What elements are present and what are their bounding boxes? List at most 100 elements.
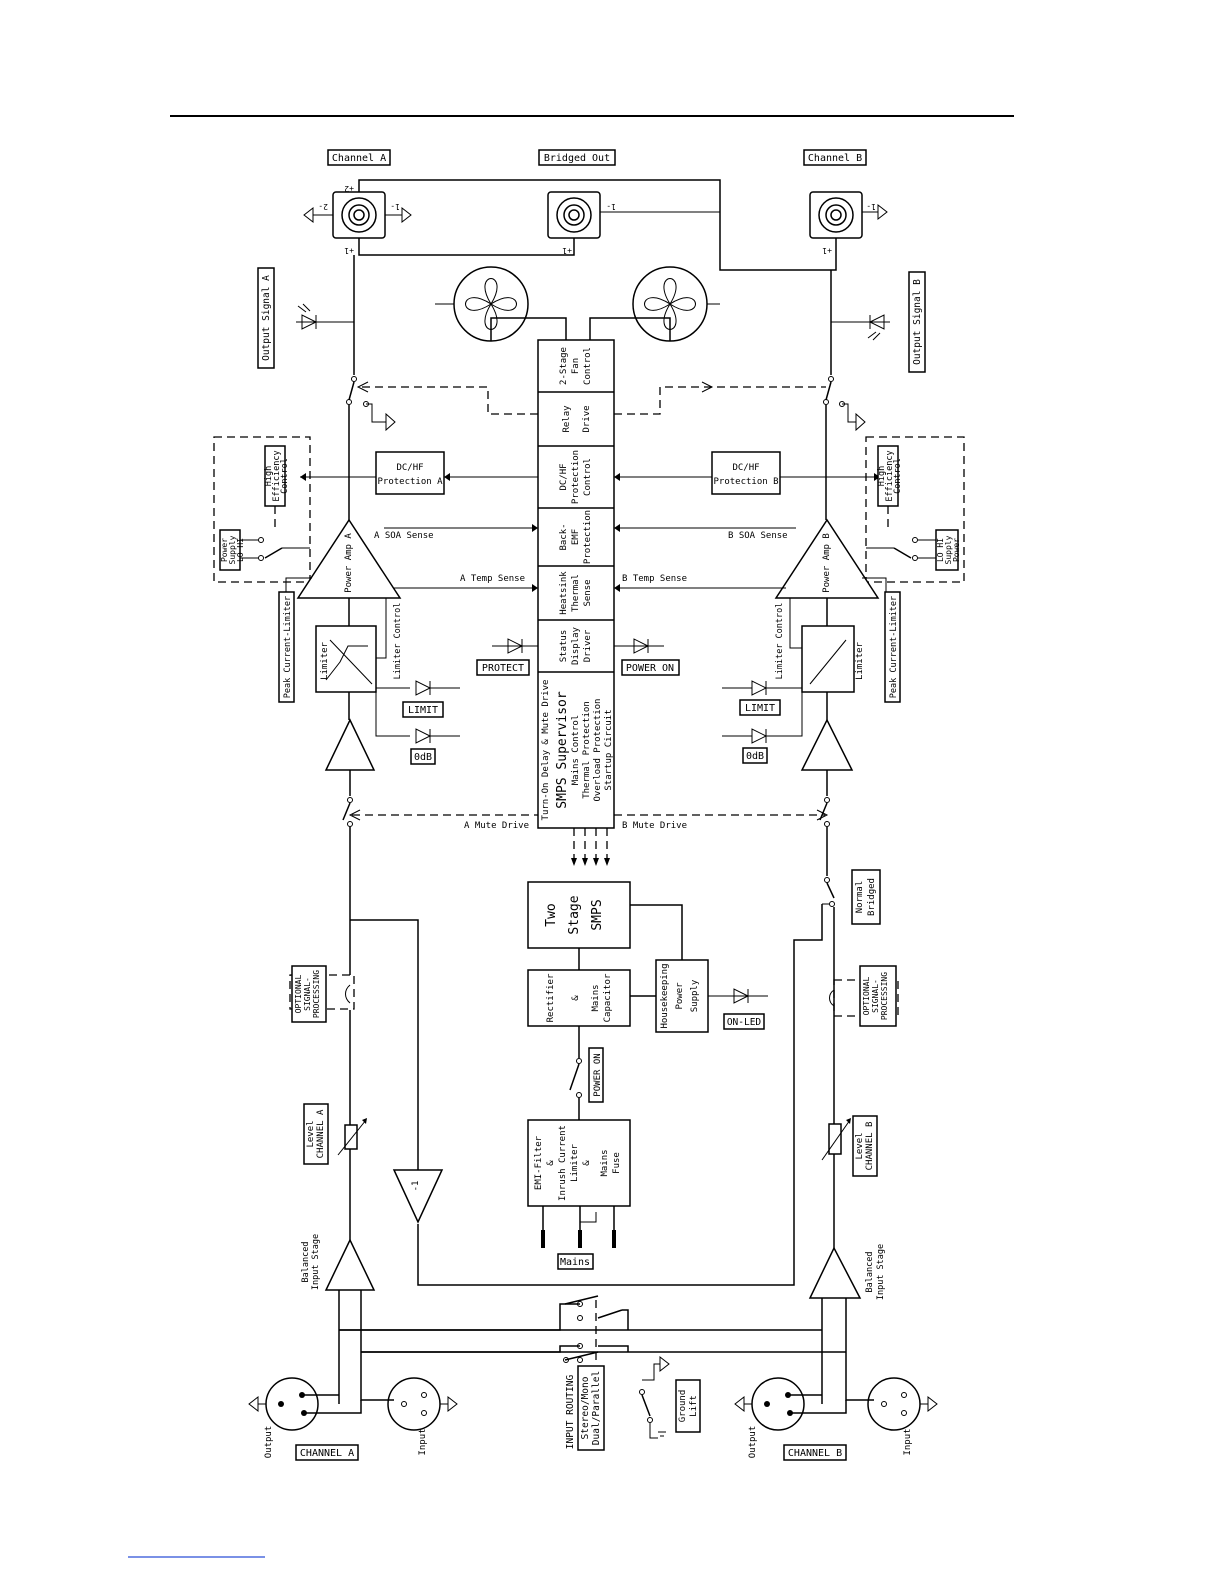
svg-text:Control: Control xyxy=(280,458,290,494)
svg-text:INPUT ROUTING: INPUT ROUTING xyxy=(565,1375,576,1450)
channel-a-top-label: Channel A xyxy=(332,153,386,164)
inverter-stage: -1 xyxy=(350,919,444,1224)
output-wiring xyxy=(353,179,837,375)
speakon-a-icon: 2- 1- +2 +1 xyxy=(303,184,412,255)
power-amp-b: Power Amp B B SOA Sense B Temp Sense xyxy=(614,518,887,599)
status-display-block: Status Display Driver xyxy=(559,626,593,665)
svg-text:Limiter Control: Limiter Control xyxy=(775,603,785,680)
svg-text:A Mute Drive: A Mute Drive xyxy=(464,821,529,831)
normal-bridged-switch: Normal Bridged xyxy=(417,869,881,1286)
svg-text:CHANNEL A: CHANNEL A xyxy=(300,1448,354,1459)
svg-text:Protection A: Protection A xyxy=(377,477,443,487)
svg-text:Protection: Protection xyxy=(583,510,593,564)
svg-text:Driver: Driver xyxy=(583,629,593,662)
top-output-labels: Channel A Bridged Out Channel B xyxy=(327,149,867,166)
svg-text:EMF: EMF xyxy=(571,529,581,545)
driver-stage-a xyxy=(324,718,376,796)
svg-text:Limiter: Limiter xyxy=(855,641,865,680)
svg-text:Output: Output xyxy=(264,1426,274,1459)
svg-text:Fan: Fan xyxy=(571,358,581,374)
svg-text:B Mute Drive: B Mute Drive xyxy=(622,821,687,831)
svg-text:SIGNAL-: SIGNAL- xyxy=(871,979,880,1013)
dchf-protection-b: DC/HF Protection B xyxy=(614,451,880,495)
svg-text:Status: Status xyxy=(559,630,569,663)
emi-filter-block: EMI-Filter & Inrush Current Limiter & Ma… xyxy=(527,1119,631,1270)
svg-text:A SOA Sense: A SOA Sense xyxy=(374,531,434,541)
svg-text:Overload Protection: Overload Protection xyxy=(593,699,603,802)
svg-text:Level: Level xyxy=(855,1132,865,1159)
svg-text:Turn-On Delay & Mute Drive: Turn-On Delay & Mute Drive xyxy=(541,680,551,821)
svg-text:Power Amp A: Power Amp A xyxy=(344,533,354,593)
svg-text:Stereo/Mono: Stereo/Mono xyxy=(580,1376,591,1439)
relay-switch-a xyxy=(346,376,396,520)
fan-right-icon xyxy=(632,266,720,342)
level-pot-b: Level CHANNEL B xyxy=(821,1115,878,1248)
svg-text:2-: 2- xyxy=(318,202,328,211)
svg-text:Input: Input xyxy=(903,1428,913,1455)
relay-switch-b xyxy=(823,376,866,520)
svg-text:Lift: Lift xyxy=(689,1395,699,1417)
svg-text:Efficiency: Efficiency xyxy=(272,450,282,501)
svg-text:Input: Input xyxy=(418,1428,428,1455)
two-stage-smps: Two Stage SMPS xyxy=(527,881,683,970)
svg-text:0dB: 0dB xyxy=(746,751,764,762)
svg-text:1-: 1- xyxy=(866,202,876,211)
svg-text:Efficiency: Efficiency xyxy=(885,450,895,501)
svg-text:Fuse: Fuse xyxy=(612,1152,622,1174)
svg-text:Stage: Stage xyxy=(567,895,582,934)
efficiency-group-b: High Efficiency Control LO HI Supply Pow… xyxy=(865,436,965,583)
svg-text:Supply: Supply xyxy=(944,535,953,564)
mute-switch-b xyxy=(819,797,830,876)
svg-text:LO HI: LO HI xyxy=(936,538,945,562)
svg-text:B SOA Sense: B SOA Sense xyxy=(728,531,788,541)
housekeeping-block: Housekeeping Power Supply ON-LED xyxy=(655,959,768,1033)
svg-text:Control: Control xyxy=(583,458,593,496)
dchf-protection-a: DC/HF Protection A xyxy=(300,451,538,495)
limiter-a: Limiter Limiter Control xyxy=(315,598,410,737)
input-routing-label: INPUT ROUTING Stereo/Mono Dual/Parallel xyxy=(565,1365,605,1451)
svg-text:Startup Circuit: Startup Circuit xyxy=(604,709,614,790)
svg-text:Input Stage: Input Stage xyxy=(876,1244,886,1300)
speakon-bridged-icon: 1- +1 xyxy=(547,191,720,255)
svg-text:Control: Control xyxy=(583,347,593,385)
svg-text:Back-: Back- xyxy=(559,523,569,550)
svg-text:Limiter Control: Limiter Control xyxy=(393,603,403,680)
svg-text:Limiter: Limiter xyxy=(570,1143,580,1182)
level-pot-a: Level CHANNEL A xyxy=(303,1103,367,1240)
fan-control-block: 2-Stage Fan Control xyxy=(559,347,593,385)
control-column: 2-Stage Fan Control Relay Drive DC/HF Pr… xyxy=(537,339,615,829)
svg-text:Protection B: Protection B xyxy=(713,477,778,487)
svg-text:POWER ON: POWER ON xyxy=(626,663,674,674)
output-signal-a: Output Signal A xyxy=(257,267,354,369)
svg-text:Mains Control: Mains Control xyxy=(571,715,581,785)
optional-processing-b: OPTIONAL SIGNAL- PROCESSING xyxy=(829,965,899,1027)
svg-text:Inrush Current: Inrush Current xyxy=(558,1125,568,1201)
svg-text:CHANNEL A: CHANNEL A xyxy=(316,1109,326,1158)
svg-text:CHANNEL B: CHANNEL B xyxy=(788,1448,842,1459)
svg-text:High: High xyxy=(877,466,887,486)
power-on-switch: POWER ON xyxy=(569,1026,604,1120)
svg-text:Power Amp B: Power Amp B xyxy=(822,533,832,593)
xlr-input-a-icon: Input xyxy=(387,1377,458,1456)
svg-text:Output Signal B: Output Signal B xyxy=(912,279,923,365)
balanced-input-b: Balanced Input Stage xyxy=(808,1244,886,1404)
svg-text:0dB: 0dB xyxy=(414,752,432,763)
efficiency-group-a: High Efficiency Control Power Supply LO … xyxy=(213,436,311,583)
svg-text:ON-LED: ON-LED xyxy=(727,1017,762,1028)
speakon-b-icon: 1- +1 xyxy=(809,191,888,255)
led-limit-a: LIMIT xyxy=(402,680,460,718)
svg-text:Normal: Normal xyxy=(855,881,865,914)
led-0db-a: 0dB xyxy=(410,728,460,765)
svg-text:LO HI: LO HI xyxy=(236,538,245,562)
svg-text:Balanced: Balanced xyxy=(865,1252,875,1293)
svg-text:Supply: Supply xyxy=(690,979,700,1012)
bottom-labels: CHANNEL A CHANNEL B INPUT ROUTING Stereo… xyxy=(295,1355,847,1461)
svg-text:+1: +1 xyxy=(822,246,832,255)
svg-text:Limiter: Limiter xyxy=(320,641,330,680)
svg-text:POWER ON: POWER ON xyxy=(593,1053,603,1096)
smps-supervisor-block: Turn-On Delay & Mute Drive SMPS Supervis… xyxy=(541,680,614,821)
svg-text:Bridged: Bridged xyxy=(867,878,877,916)
svg-text:Peak Current-Limiter: Peak Current-Limiter xyxy=(889,596,899,698)
svg-text:B Temp Sense: B Temp Sense xyxy=(622,574,687,584)
svg-text:Output: Output xyxy=(748,1426,758,1459)
